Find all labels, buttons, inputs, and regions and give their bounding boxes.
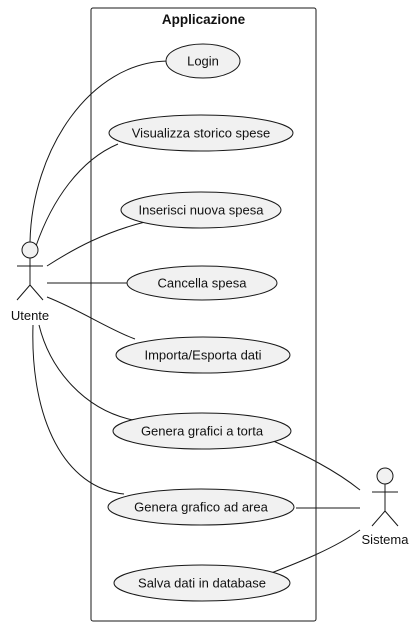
actor-label-sistema: Sistema xyxy=(362,532,410,547)
use-case-label-grafici-torta: Genera grafici a torta xyxy=(141,424,264,439)
use-case-label-grafico-area: Genera grafico ad area xyxy=(134,500,268,515)
use-case-ellipse xyxy=(112,412,292,450)
actor-head-icon xyxy=(376,467,394,485)
association-utente-grafici-torta xyxy=(38,324,134,421)
actor-utente: Utente xyxy=(11,241,49,323)
use-case-inserisci-spesa: Inserisci nuova spesa xyxy=(120,191,282,229)
use-case-label-importa-esporta: Importa/Esporta dati xyxy=(144,348,261,363)
use-case-ellipse xyxy=(107,488,295,526)
use-case-login: Login xyxy=(165,43,241,79)
system-title: Applicazione xyxy=(162,12,246,27)
use-case-cancella-spesa: Cancella spesa xyxy=(126,265,278,301)
use-case-ellipse xyxy=(165,43,241,79)
use-case-ellipse xyxy=(113,564,291,602)
association-utente-importa-esporta xyxy=(46,296,136,340)
association-sistema-grafici-torta xyxy=(270,439,361,491)
use-case-grafico-area: Genera grafico ad area xyxy=(107,488,295,526)
use-case-label-salva-database: Salva dati in database xyxy=(138,576,266,591)
association-sistema-salva-database xyxy=(265,529,361,576)
use-case-label-cancella-spesa: Cancella spesa xyxy=(158,276,248,291)
association-utente-grafico-area xyxy=(32,324,125,495)
use-case-grafici-torta: Genera grafici a torta xyxy=(112,412,292,450)
use-case-label-login: Login xyxy=(187,54,219,69)
actor-sistema: Sistema xyxy=(362,467,410,547)
use-case-ellipse xyxy=(120,191,282,229)
use-case-visualizza-storico: Visualizza storico spese xyxy=(108,114,294,152)
association-utente-inserisci-spesa xyxy=(46,221,146,267)
system-boundary xyxy=(90,7,317,622)
association-utente-login xyxy=(29,60,169,243)
actor-body-icon xyxy=(16,258,44,301)
use-case-label-visualizza-storico: Visualizza storico spese xyxy=(132,126,271,141)
use-case-salva-database: Salva dati in database xyxy=(113,564,291,602)
association-utente-visualizza-storico xyxy=(35,143,119,247)
use-case-ellipse xyxy=(126,265,278,301)
actor-label-utente: Utente xyxy=(11,308,49,323)
use-case-ellipse xyxy=(108,114,294,152)
use-case-importa-esporta: Importa/Esporta dati xyxy=(115,336,291,374)
actor-body-icon xyxy=(371,484,399,527)
actor-head-icon xyxy=(21,241,39,259)
use-case-ellipse xyxy=(115,336,291,374)
use-case-label-inserisci-spesa: Inserisci nuova spesa xyxy=(138,203,264,218)
